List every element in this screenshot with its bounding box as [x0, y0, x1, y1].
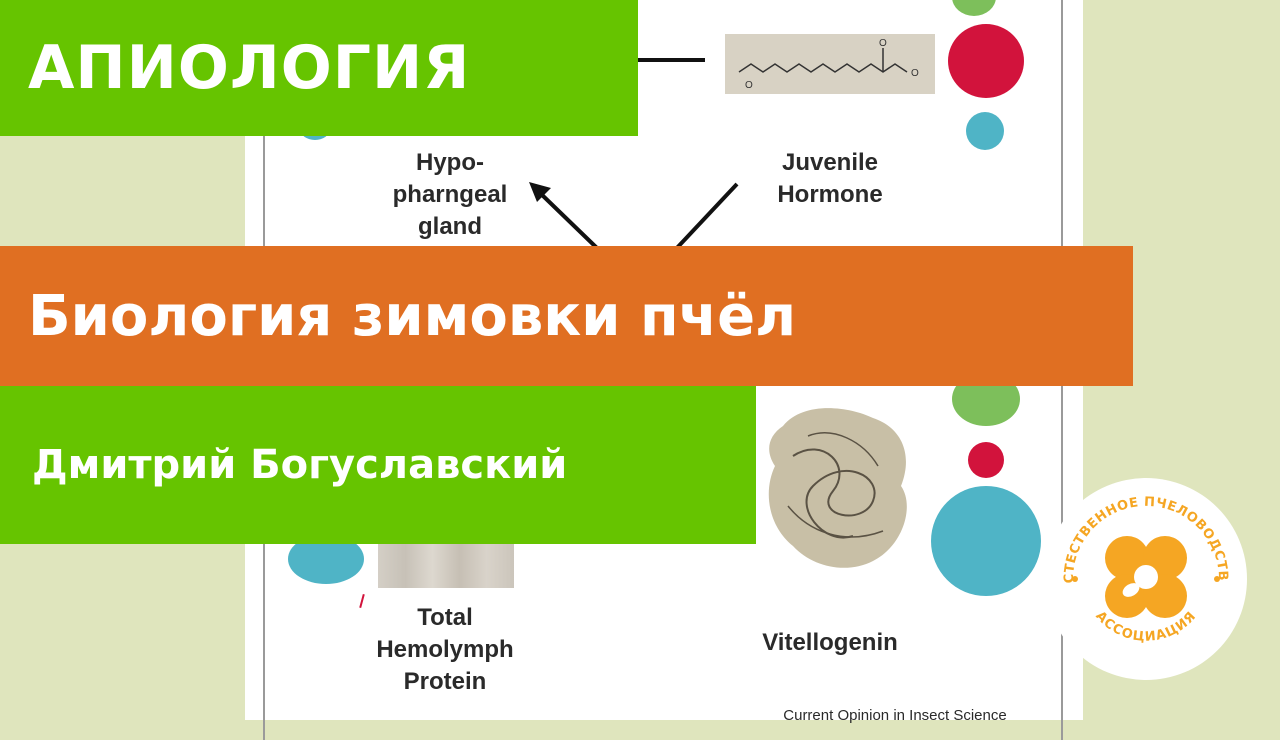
channel-title: АПИОЛОГИЯ: [28, 33, 471, 103]
svg-text:O: O: [745, 80, 753, 91]
svg-text:O: O: [911, 68, 919, 79]
dot-red-mid: [968, 442, 1004, 478]
gel-image: [378, 544, 514, 588]
label-juvenile-hormone: Juvenile Hormone: [777, 149, 883, 208]
author-name: Дмитрий Богуславский: [32, 442, 568, 488]
dot-red-top: [948, 24, 1024, 98]
association-logo: ЕСТЕСТВЕННОЕ ПЧЕЛОВОДСТВО АССОЦИАЦИЯ: [1039, 467, 1247, 680]
vitellogenin-protein-structure: [768, 408, 907, 568]
juvenile-hormone-molecule: O O O: [725, 34, 935, 94]
svg-text:O: O: [879, 38, 887, 49]
video-topic: Биология зимовки пчёл: [28, 283, 797, 349]
label-total-hemolymph-protein: Total Hemolymph Protein: [376, 604, 514, 695]
logo-emblem: ЕСТЕСТВЕННОЕ ПЧЕЛОВОДСТВО АССОЦИАЦИЯ: [1039, 467, 1229, 645]
dot-green-top: [952, 0, 996, 16]
author-banner: Дмитрий Богуславский: [0, 386, 756, 544]
figure-source-caption: Current Opinion in Insect Science: [783, 707, 1007, 724]
topic-banner: Биология зимовки пчёл: [0, 246, 1133, 386]
dot-teal-small: [966, 112, 1004, 150]
arrows: [529, 182, 739, 252]
label-hypopharyngeal-gland: Hypo- pharngeal gland: [392, 149, 508, 240]
svg-text:АССОЦИАЦИЯ: АССОЦИАЦИЯ: [1092, 609, 1199, 645]
dot-teal-large: [931, 486, 1041, 596]
connector-line: [637, 58, 705, 62]
channel-title-banner: АПИОЛОГИЯ: [0, 0, 638, 136]
label-vitellogenin: Vitellogenin: [762, 629, 898, 656]
